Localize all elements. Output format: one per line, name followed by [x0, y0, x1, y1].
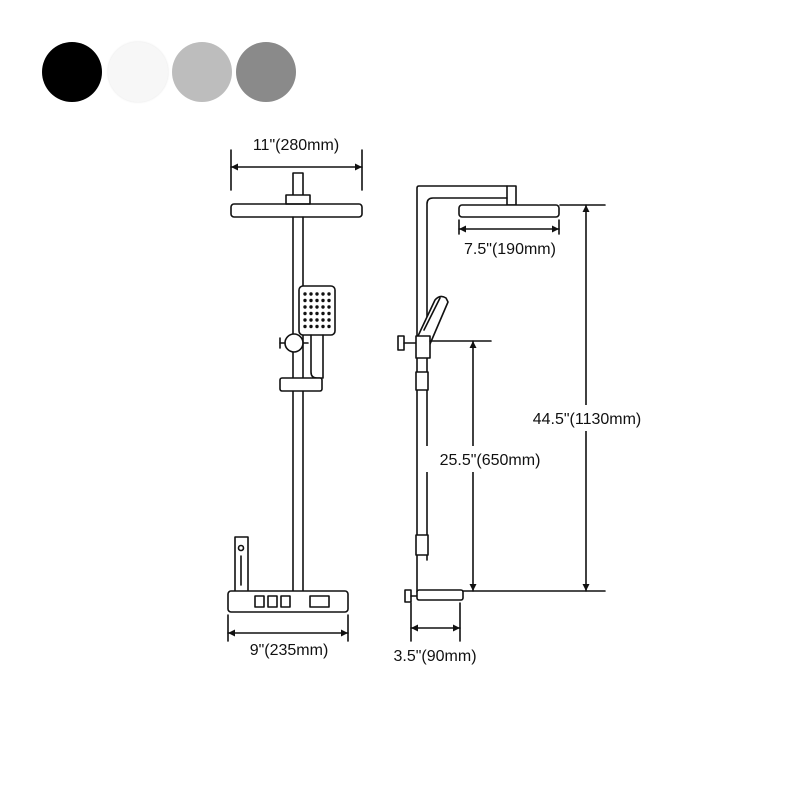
shelf-depth-label: 3.5"(90mm): [393, 648, 476, 665]
nozzle-dot: [315, 305, 319, 309]
thermostatic-shelf-side: [404, 589, 464, 603]
nozzle-dot: [327, 324, 331, 329]
color-swatch-black[interactable]: [42, 42, 102, 102]
slider-sleeve-upper: [415, 371, 429, 391]
nozzle-dot: [303, 311, 307, 316]
diverter-knob-side: [397, 335, 431, 359]
nozzle-dot: [309, 318, 313, 322]
tub-filler-handle: [234, 536, 249, 593]
nozzle-dot: [309, 324, 313, 329]
nozzle-dot: [309, 305, 313, 309]
temperature-display: [309, 595, 330, 608]
nozzle-dot: [315, 318, 319, 322]
total-height-label: 44.5"(1130mm): [533, 411, 642, 428]
slider-sleeve-lower: [415, 534, 429, 556]
shelf-width-dimension-line: [227, 614, 349, 642]
nozzle-dot: [321, 305, 325, 309]
riser-side-inner: [426, 197, 508, 561]
nozzle-dot: [303, 292, 307, 296]
thermostatic-shelf-front: [227, 590, 349, 613]
control-button-3: [280, 595, 291, 608]
nozzle-dot: [303, 324, 307, 329]
nozzle-dot: [309, 311, 313, 316]
nozzle-dot: [303, 318, 307, 322]
color-swatch-light-gray[interactable]: [172, 42, 232, 102]
nozzle-dot: [315, 298, 319, 303]
head-width-label: 11"(280mm): [253, 137, 339, 154]
handheld-shower-side: [417, 295, 449, 345]
nozzle-dot: [303, 305, 307, 309]
nozzle-dot: [327, 311, 331, 316]
nozzle-dot: [315, 324, 319, 329]
total-height-label-bg: [520, 405, 652, 431]
shelf-width-label: 9"(235mm): [250, 642, 329, 659]
color-swatches: [42, 42, 302, 102]
total-height-dimension-line: [462, 204, 606, 592]
nozzle-dot: [327, 318, 331, 322]
nozzle-dot: [315, 311, 319, 316]
arm-cap: [506, 185, 517, 206]
color-swatch-white[interactable]: [108, 42, 168, 102]
head-connector: [292, 172, 304, 197]
rain-shower-head: [230, 203, 363, 218]
handheld-shower-front: [298, 285, 336, 379]
nozzle-dot: [303, 298, 307, 303]
nozzle-dot: [327, 305, 331, 309]
diverter-knob-front: [279, 333, 309, 353]
head-depth-dimension-line: [458, 219, 560, 235]
control-button-1: [254, 595, 265, 608]
slide-bar-height-label: 25.5"(650mm): [440, 452, 541, 469]
rain-shower-head-side: [458, 204, 560, 218]
nozzle-dot: [309, 292, 313, 296]
control-button-2: [267, 595, 278, 608]
front-view: [227, 149, 363, 642]
nozzle-dot: [315, 292, 319, 296]
dimension-arrowheads: [228, 163, 590, 637]
nozzle-dot: [321, 324, 325, 329]
slide-bracket: [279, 377, 323, 392]
nozzle-dot: [321, 298, 325, 303]
color-swatch-dark-gray[interactable]: [236, 42, 296, 102]
nozzle-dot: [321, 318, 325, 322]
shelf-depth-dimension-line: [410, 602, 461, 642]
head-width-dimension-line: [230, 149, 363, 191]
nozzle-dot: [327, 298, 331, 303]
nozzle-dot: [321, 311, 325, 316]
slide-bar-label-bg: [426, 446, 554, 472]
nozzle-dot: [327, 292, 331, 296]
nozzle-dot: [321, 292, 325, 296]
nozzle-dot: [309, 298, 313, 303]
head-depth-label: 7.5"(190mm): [464, 241, 556, 258]
head-mount: [285, 194, 311, 205]
riser-side-outer: [416, 185, 508, 593]
